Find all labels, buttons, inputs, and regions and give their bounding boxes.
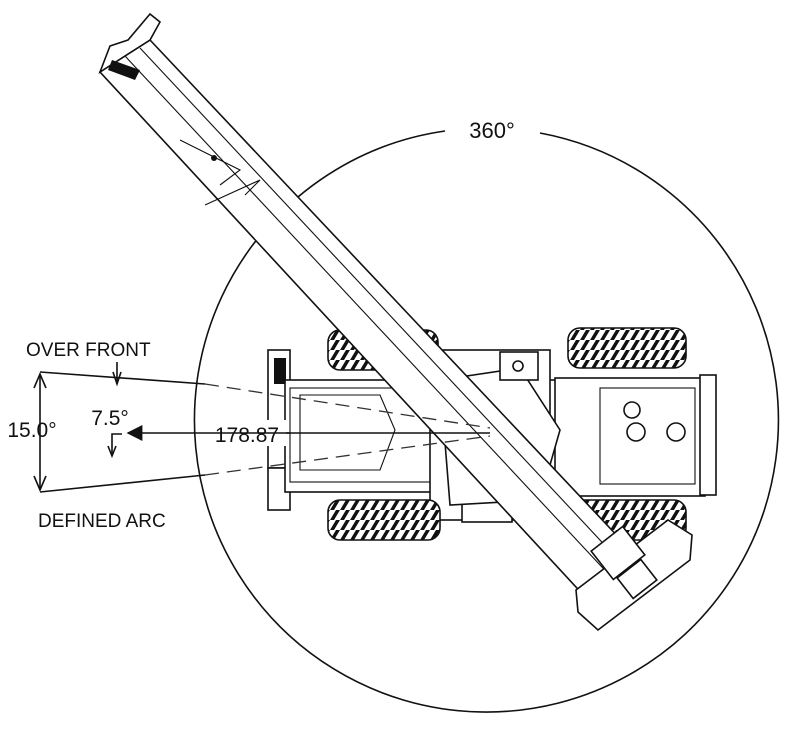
- swing-circle: [193, 130, 780, 713]
- over-front-label: OVER FRONT: [26, 340, 151, 361]
- tire-front-left: [567, 327, 687, 369]
- full-rotation-label: 360°: [469, 118, 515, 143]
- defined-arc-label: DEFINED ARC: [38, 511, 166, 532]
- half-angle-bracket: [107, 433, 122, 459]
- attachment-bucket: [575, 519, 693, 632]
- total-angle-label: 15.0°: [7, 419, 56, 442]
- tire-rear-right: [327, 499, 441, 541]
- half-angle-label: 7.5°: [91, 407, 129, 430]
- total-angle-dimension: [33, 371, 47, 493]
- heading-label: 178.87: [215, 424, 279, 447]
- defined-arc-lines: [39, 371, 491, 493]
